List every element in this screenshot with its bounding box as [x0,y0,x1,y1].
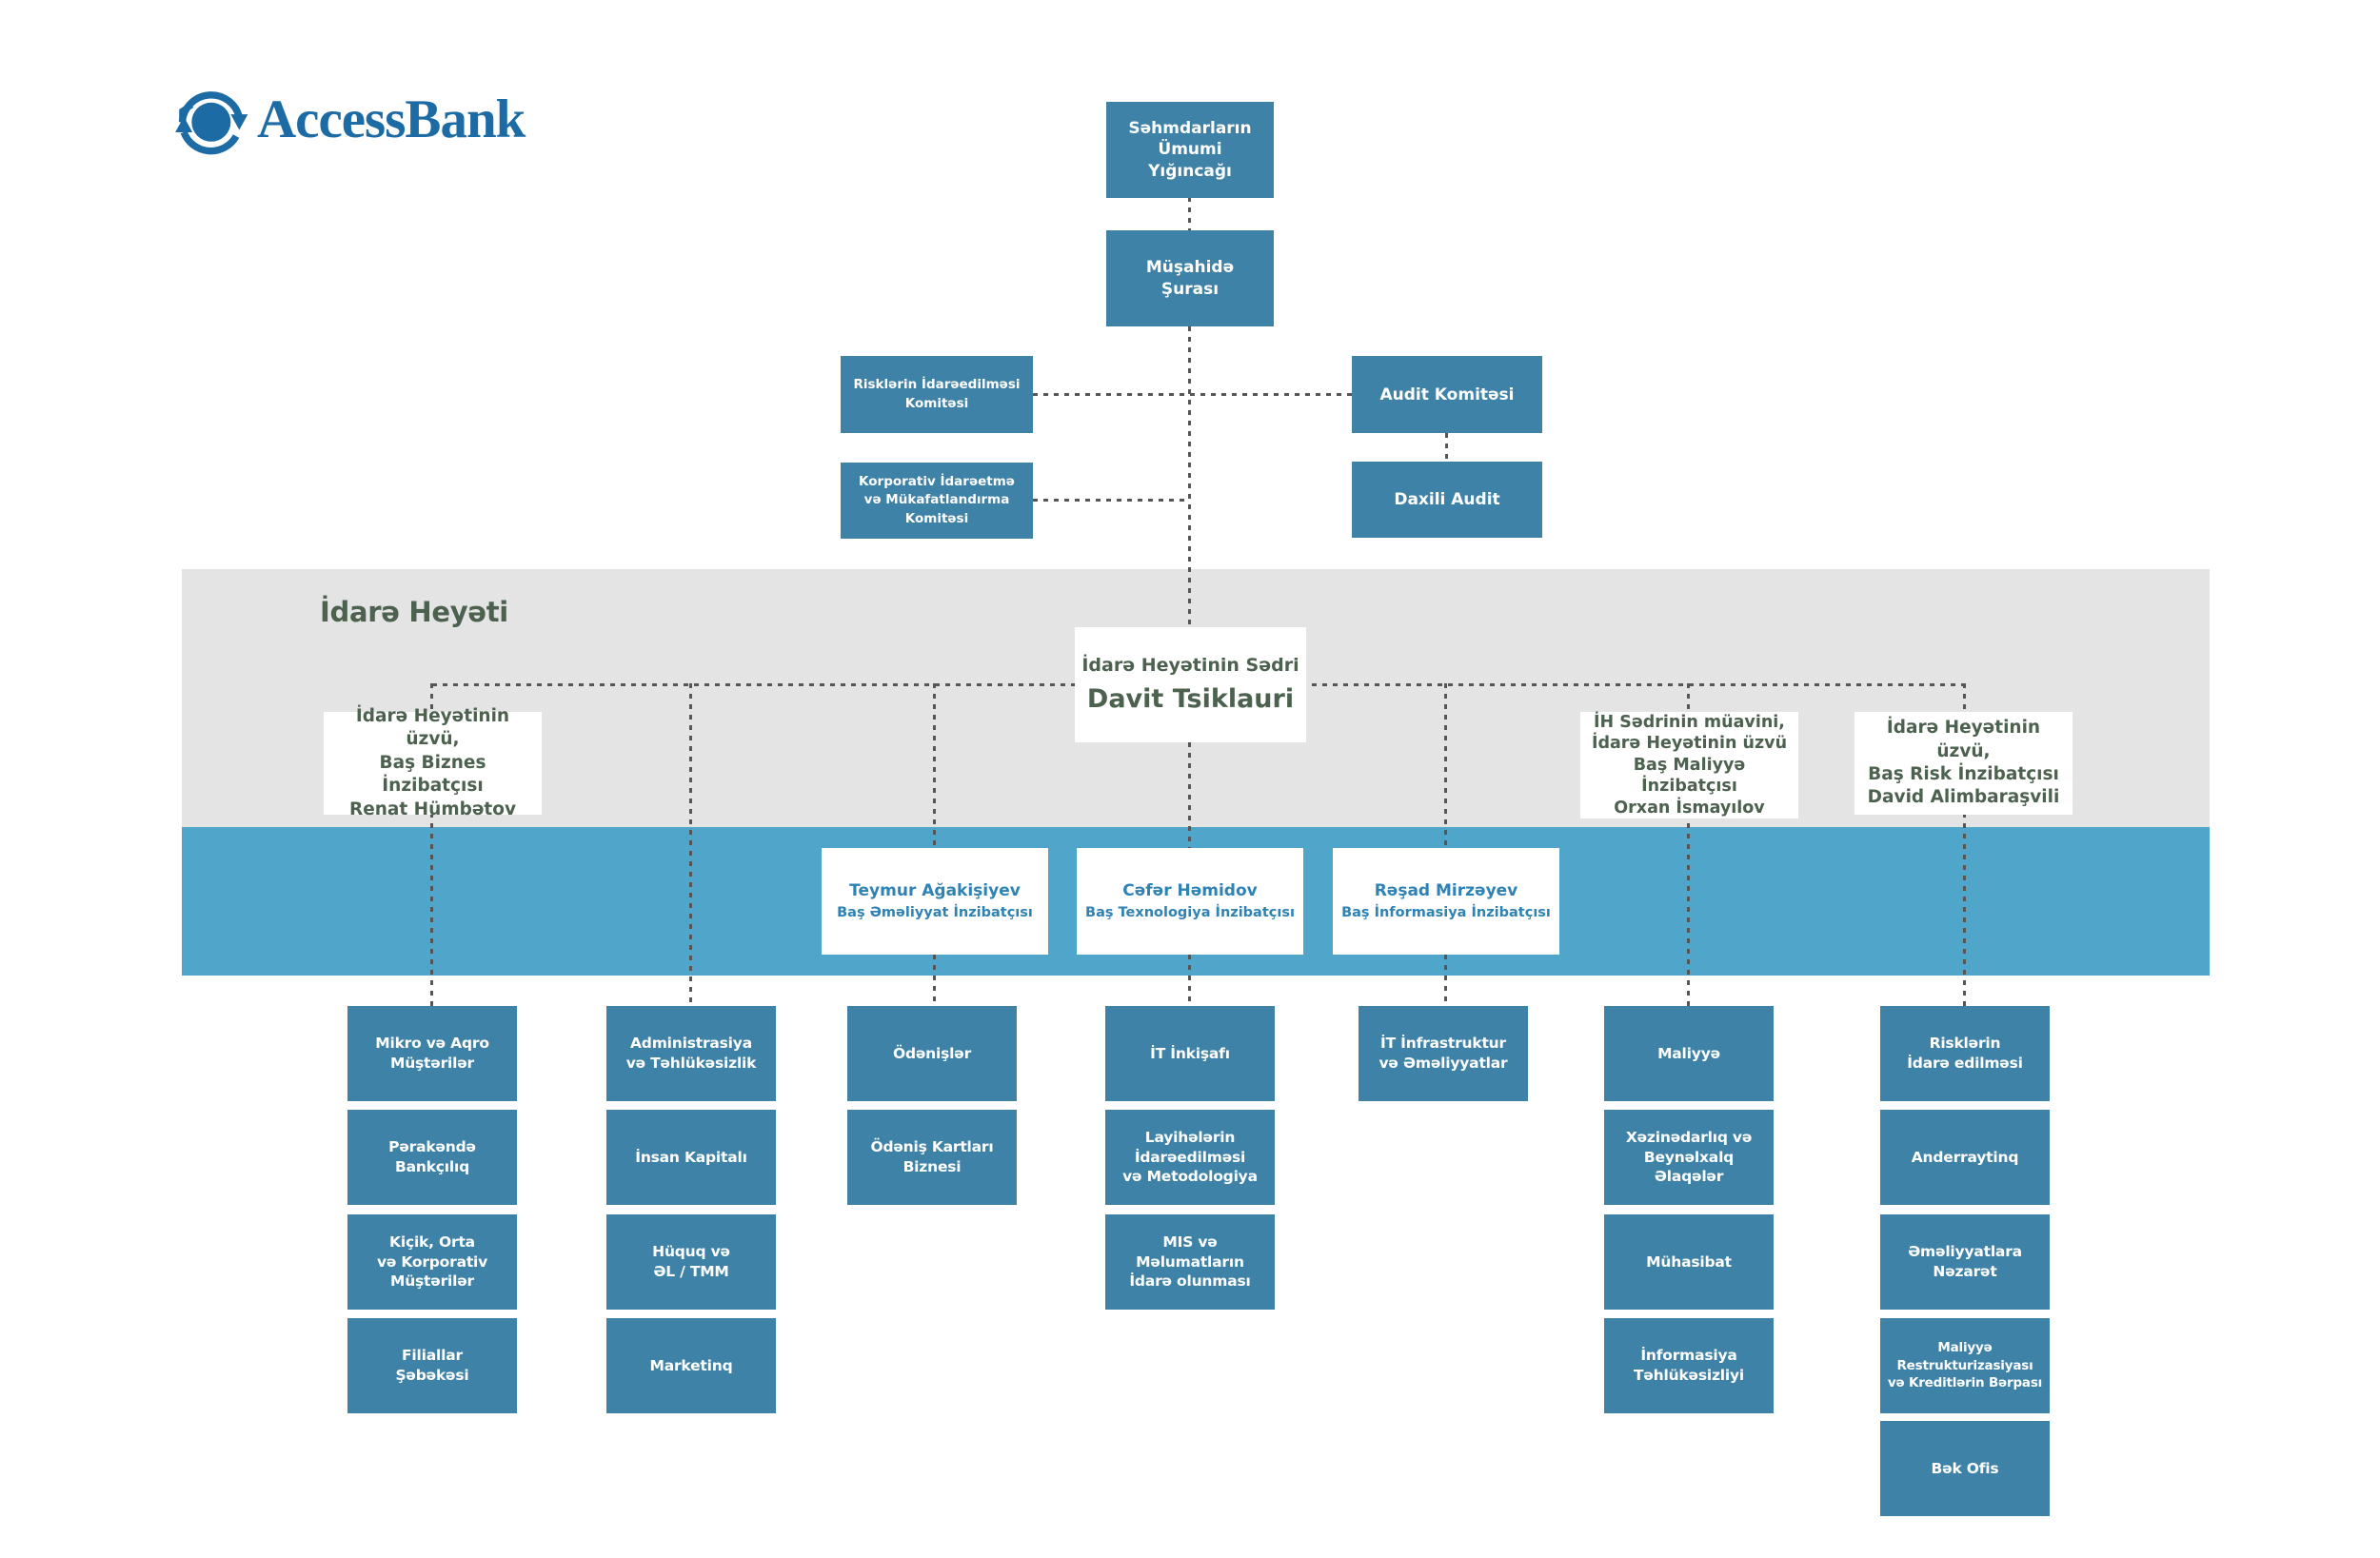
org-node-internal-audit: Daxili Audit [1352,462,1542,538]
dept-node: Maliyyə [1604,1006,1774,1101]
dept-node: Maliyyə Restrukturizasiyası və Kreditlər… [1880,1318,2050,1413]
connector-line [430,683,433,712]
org-node-board-member-risk: İdarə Heyətinin üzvü, Baş Risk İnzibatçı… [1854,712,2073,815]
connector-line [1444,683,1447,848]
org-node-board-member-finance: İH Sədrinin müavini, İdarə Heyətinin üzv… [1580,712,1798,818]
dept-node: Pərakəndə Bankçılıq [347,1110,517,1205]
connector-line [430,813,433,1006]
connector-line [1687,683,1690,712]
officer-name: Teymur Ağakişiyev [849,881,1021,901]
dept-node: Layihələrin İdarəedilməsi və Metodologiy… [1105,1110,1275,1205]
connector-line [1188,197,1191,230]
connector-line [689,683,692,1006]
dept-node: Ödənişlər [847,1006,1017,1101]
connector-line [1188,742,1191,848]
org-node-supervisory-board: Müşahidə Şurası [1106,230,1274,326]
org-node-board-member-business: İdarə Heyətinin üzvü, Baş Biznes İnzibat… [324,706,542,819]
dept-node: İT İnkişafı [1105,1006,1275,1101]
org-node-shareholders-meeting: Səhmdarların Ümumi Yığıncağı [1106,102,1274,198]
org-node-chief-information-officer: Rəşad Mirzəyev Baş İnformasiya İnzibatçı… [1333,848,1559,955]
chairman-name: Davit Tsiklauri [1086,683,1295,714]
org-node-chief-operations-officer: Teymur Ağakişiyev Baş Əməliyyat İnzibatç… [822,848,1048,955]
dept-node: İT İnfrastruktur və Əməliyyatlar [1359,1006,1528,1101]
connector-line [1033,499,1190,502]
connector-line [1963,683,1966,712]
dept-node: Filiallar Şəbəkəsi [347,1318,517,1413]
dept-node: Risklərin İdarə edilməsi [1880,1006,2050,1101]
dept-node: Bək Ofis [1880,1421,2050,1516]
org-node-audit-committee: Audit Komitəsi [1352,356,1542,433]
dept-node: Hüquq və ƏL / TMM [606,1214,776,1310]
dept-node: İnsan Kapitalı [606,1110,776,1205]
officer-name: Cəfər Həmidov [1122,881,1258,901]
dept-node: Əməliyyatlara Nəzarət [1880,1214,2050,1310]
connector-line [1687,813,1690,1006]
connector-line [1963,813,1966,1006]
chairman-role: İdarə Heyətinin Sədri [1081,655,1299,677]
dept-node: Xəzinədarlıq və Beynəlxalq Əlaqələr [1604,1110,1774,1205]
org-node-chief-technology-officer: Cəfər Həmidov Baş Texnologiya İnzibatçıs… [1077,848,1303,955]
connector-line [1445,433,1448,462]
dept-node: Anderraytinq [1880,1110,2050,1205]
dept-node: Mikro və Aqro Müştərilər [347,1006,517,1101]
dept-node: Administrasiya və Təhlükəsizlik [606,1006,776,1101]
connector-line [1444,955,1447,1006]
dept-node: Mühasibat [1604,1214,1774,1310]
dept-node: İnformasiya Təhlükəsizliyi [1604,1318,1774,1413]
logo-wordmark: AccessBank [257,89,526,149]
connector-line [1188,955,1191,1006]
officer-role: Baş Əməliyyat İnzibatçısı [837,905,1033,921]
org-node-risk-management-committee: Risklərin İdarəedilməsi Komitəsi [841,356,1033,433]
officer-role: Baş İnformasiya İnzibatçısı [1341,905,1551,921]
connector-line [1188,326,1191,627]
connector-line [933,683,936,848]
dept-node: MIS və Məlumatların İdarə olunması [1105,1214,1275,1310]
org-node-corporate-governance-committee: Korporativ İdarəetmə və Mükafatlandırma … [841,463,1033,539]
dept-node: Ödəniş Kartları Biznesi [847,1110,1017,1205]
circular-arrows-icon [175,91,248,155]
officer-role: Baş Texnologiya İnzibatçısı [1085,905,1295,921]
dept-node: Marketinq [606,1318,776,1413]
org-node-board-chairman: İdarə Heyətinin Sədri Davit Tsiklauri [1075,627,1306,742]
connector-line [1033,393,1352,396]
connector-line [933,955,936,1006]
dept-node: Kiçik, Orta və Korporativ Müştərilər [347,1214,517,1310]
accessbank-logo: AccessBank [169,80,526,158]
board-section-title: İdarə Heyəti [320,596,508,628]
officer-name: Rəşad Mirzəyev [1374,881,1518,901]
